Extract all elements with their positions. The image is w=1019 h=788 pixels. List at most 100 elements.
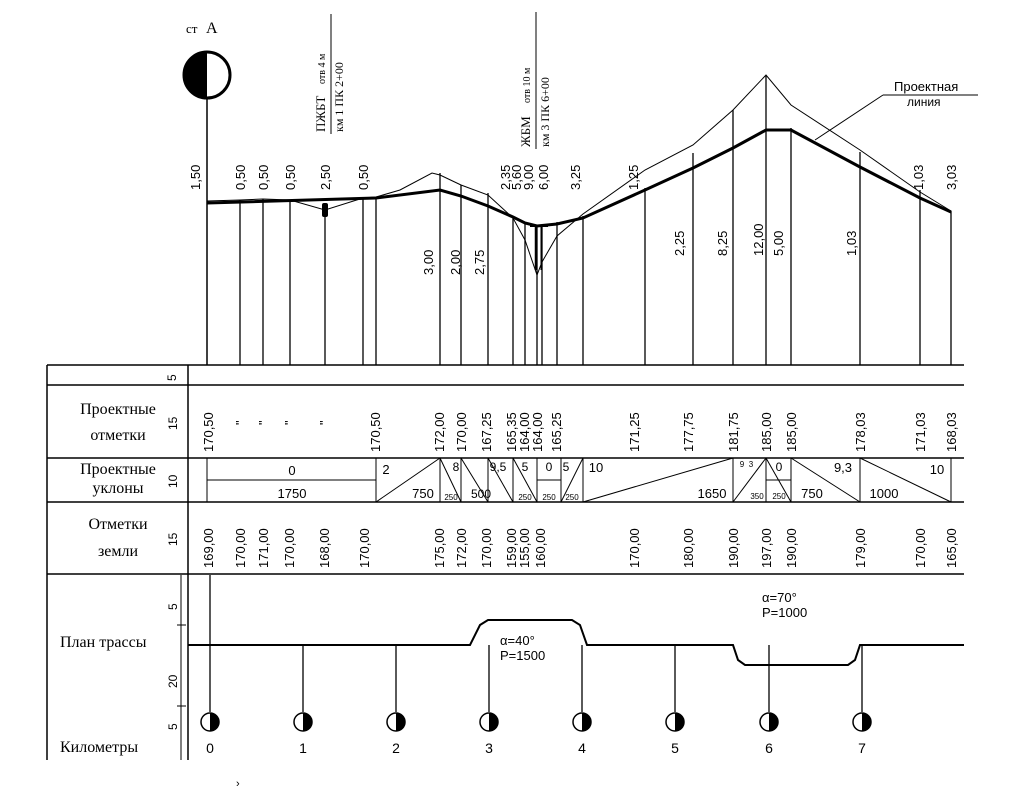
kilometer-number: 6 (765, 740, 773, 756)
design-line-label-line2: линия (907, 95, 941, 109)
row-design-grades: Проектные уклоны 10 (80, 461, 180, 497)
grade-length: 250 (444, 493, 458, 502)
kilometer-number: 3 (485, 740, 493, 756)
kilometer-half-fill-icon (210, 713, 219, 731)
ground-mark-value: 170,00 (913, 528, 928, 568)
grade-length: 750 (801, 486, 823, 501)
design-mark-value: 164,00 (517, 412, 532, 452)
row-kilometers: Километры 5 (60, 723, 180, 756)
profile-ordinates (239, 76, 952, 365)
structure-location: км 3 ПК 6+00 (538, 77, 552, 147)
cut-work-mark: 9,00 (521, 165, 536, 190)
design-mark-value: " (317, 420, 332, 425)
row-label-line2: отметки (90, 427, 146, 444)
design-mark-value: 177,75 (681, 412, 696, 452)
bridge-icon (530, 225, 548, 270)
grades-diagram (206, 457, 952, 503)
ground-mark-value: 190,00 (726, 528, 741, 568)
grade-length: 250 (542, 493, 556, 502)
design-mark-value: 185,00 (759, 412, 774, 452)
kilometer-number: 1 (299, 740, 307, 756)
kilometer-number: 5 (671, 740, 679, 756)
fill-work-mark: 1,03 (844, 231, 859, 256)
grade-length: 350 (750, 492, 764, 501)
kilometer-number: 4 (578, 740, 586, 756)
kilometer-half-fill-icon (582, 713, 591, 731)
top-row-height: 5 (165, 374, 179, 381)
grade-length: 1650 (698, 486, 727, 501)
kilometer-half-fill-icon (303, 713, 312, 731)
structure-location: км 1 ПК 2+00 (332, 62, 346, 132)
grade-length: 750 (412, 486, 434, 501)
fill-work-mark: 8,25 (715, 231, 730, 256)
grade-value: 9,3 (834, 460, 852, 475)
cut-work-mark: 5,60 (509, 165, 524, 190)
cut-work-mark: 0,50 (283, 165, 298, 190)
row-design-marks: Проектные отметки 15 (80, 401, 180, 444)
culvert-icon (322, 203, 328, 217)
ground-mark-value: 159,00 (504, 528, 519, 568)
row-label-line1: Отметки (88, 516, 148, 533)
design-line-label-leader (814, 94, 884, 141)
grade-length: 250 (518, 493, 532, 502)
ground-mark-value: 170,00 (233, 528, 248, 568)
ground-mark-value: 168,00 (317, 528, 332, 568)
design-mark-value: 185,00 (784, 412, 799, 452)
grade-value: 9 (740, 460, 745, 469)
row-height-bottom: 20 (166, 674, 180, 688)
fill-work-mark: 12,00 (751, 223, 766, 256)
design-line-label-line1: Проектная (894, 79, 958, 94)
kilometer-marker (200, 575, 220, 732)
kilometer-marker (572, 645, 592, 732)
ground-mark-value: 170,00 (627, 528, 642, 568)
ground-mark-value: 155,00 (517, 528, 532, 568)
row-label-line1: Проектные (80, 461, 156, 478)
cut-work-mark: 2,35 (498, 165, 513, 190)
design-mark-value: 178,03 (853, 412, 868, 452)
curve-angle: α=70° (762, 590, 797, 605)
ground-mark-value: 160,00 (533, 528, 548, 568)
ground-mark-value: 190,00 (784, 528, 799, 568)
curve-radius: Р=1000 (762, 605, 807, 620)
ground-mark-value: 170,00 (357, 528, 372, 568)
kilometer-half-fill-icon (489, 713, 498, 731)
kilometer-half-fill-icon (396, 713, 405, 731)
kilometer-number: 2 (392, 740, 400, 756)
kilometer-number: 7 (858, 740, 866, 756)
ground-line (206, 74, 952, 277)
cut-work-mark: 3,03 (944, 165, 959, 190)
structure-label-pzhbt: ПЖБТ отв 4 м км 1 ПК 2+00 (313, 14, 346, 134)
cut-work-mark: 6,00 (536, 165, 551, 190)
cut-work-mark: 2,50 (318, 165, 333, 190)
kilometer-marker (479, 645, 499, 732)
design-mark-value: 165,25 (549, 412, 564, 452)
design-mark-value: 170,50 (201, 412, 216, 452)
kilometer-half-fill-icon (862, 713, 871, 731)
ground-mark-value: 170,00 (479, 528, 494, 568)
row-route-plan: План трассы 5 20 (60, 603, 180, 688)
row-height-top: 5 (166, 603, 180, 610)
structure-type: ЖБМ (518, 116, 533, 147)
ground-mark-value: 169,00 (201, 528, 216, 568)
design-mark-value: 167,25 (479, 412, 494, 452)
grade-value: 10 (930, 462, 944, 477)
design-mark-value: 168,03 (944, 412, 959, 452)
grade-length: 1750 (278, 486, 307, 501)
cut-work-mark: 0,50 (256, 165, 271, 190)
grade-length: 500 (471, 487, 491, 501)
cut-work-mark: 1,25 (626, 165, 641, 190)
grade-value: 5 (563, 460, 570, 474)
design-line (206, 128, 952, 228)
row-height: 5 (166, 723, 180, 730)
row-ground-marks: Отметки земли 15 (88, 516, 180, 560)
station-name: А (206, 20, 218, 37)
grade-length: 250 (565, 493, 579, 502)
cut-work-mark: 1,03 (911, 165, 926, 190)
curve-angle: α=40° (500, 633, 535, 648)
grade-value: 9,5 (490, 460, 507, 474)
kilometer-marker (759, 645, 779, 732)
